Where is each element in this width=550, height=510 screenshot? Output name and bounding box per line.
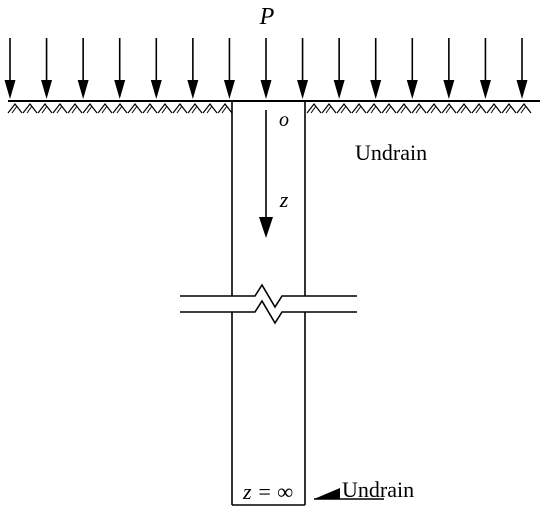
bottom-boundary-label: Undrain	[342, 477, 414, 502]
hatch-mark	[411, 103, 427, 114]
hatch-mark	[52, 103, 68, 114]
load-arrow	[297, 38, 309, 99]
load-label: P	[259, 4, 275, 30]
load-arrow	[41, 38, 53, 99]
hatch-mark	[116, 105, 123, 114]
hatch-mark	[441, 103, 457, 114]
ground-hatching-right	[306, 103, 532, 114]
origin-label: o	[279, 109, 289, 131]
hatch-mark	[336, 103, 352, 114]
hatch-mark	[516, 103, 532, 114]
hatch-mark	[396, 103, 412, 114]
hatch-mark	[202, 103, 218, 114]
hatch-mark	[381, 103, 397, 114]
bottom-depth-label: z = ∞	[242, 479, 293, 504]
top-boundary-label: Undrain	[355, 140, 427, 165]
hatch-mark	[172, 103, 188, 114]
hatch-mark	[340, 105, 347, 114]
hatch-mark	[56, 105, 63, 114]
load-arrow	[4, 38, 16, 99]
hatch-mark	[325, 105, 332, 114]
hatch-mark	[22, 103, 38, 114]
hatch-mark	[11, 105, 18, 114]
hatch-mark	[430, 105, 437, 114]
load-arrow	[187, 38, 199, 99]
load-arrow	[406, 38, 418, 99]
hatch-mark	[306, 103, 322, 114]
hatch-mark	[501, 103, 517, 114]
bottom-boundary-marker	[314, 488, 340, 499]
hatch-mark	[321, 103, 337, 114]
hatch-mark	[355, 105, 362, 114]
hatch-mark	[471, 103, 487, 114]
hatch-mark	[37, 103, 53, 114]
hatch-mark	[445, 105, 452, 114]
hatch-mark	[146, 105, 153, 114]
hatch-mark	[460, 105, 467, 114]
hatch-mark	[206, 105, 213, 114]
hatch-mark	[142, 103, 158, 114]
hatch-mark	[176, 105, 183, 114]
column-break-symbol	[180, 283, 357, 325]
hatch-mark	[217, 103, 233, 114]
hatch-mark	[385, 105, 392, 114]
hatch-mark	[415, 105, 422, 114]
ground-hatching-left	[7, 103, 233, 114]
hatch-mark	[7, 103, 23, 114]
hatch-mark	[426, 103, 442, 114]
hatch-mark	[191, 105, 198, 114]
distributed-load-arrows	[4, 38, 528, 99]
hatch-mark	[475, 105, 482, 114]
hatch-mark	[82, 103, 98, 114]
load-arrow	[516, 38, 528, 99]
depth-axis-arrow	[259, 110, 273, 238]
load-arrow	[150, 38, 162, 99]
load-arrow	[370, 38, 382, 99]
hatch-mark	[112, 103, 128, 114]
hatch-mark	[131, 105, 138, 114]
load-arrow	[443, 38, 455, 99]
hatch-mark	[157, 103, 173, 114]
hatch-mark	[520, 105, 527, 114]
hatch-mark	[161, 105, 168, 114]
load-arrow	[333, 38, 345, 99]
hatch-mark	[400, 105, 407, 114]
depth-axis-label: z	[279, 187, 289, 212]
hatch-mark	[490, 105, 497, 114]
hatch-mark	[370, 105, 377, 114]
hatch-mark	[101, 105, 108, 114]
hatch-mark	[486, 103, 502, 114]
hatch-mark	[26, 105, 33, 114]
hatch-mark	[221, 105, 228, 114]
hatch-mark	[97, 103, 113, 114]
load-arrow	[479, 38, 491, 99]
load-arrow	[223, 38, 235, 99]
hatch-mark	[41, 105, 48, 114]
hatch-mark	[310, 105, 317, 114]
hatch-mark	[505, 105, 512, 114]
load-arrow	[114, 38, 126, 99]
hatch-mark	[456, 103, 472, 114]
hatch-mark	[366, 103, 382, 114]
hatch-mark	[127, 103, 143, 114]
load-arrow	[260, 38, 272, 99]
hatch-mark	[71, 105, 78, 114]
hatch-mark	[86, 105, 93, 114]
load-arrow	[77, 38, 89, 99]
hatch-mark	[351, 103, 367, 114]
hatch-mark	[187, 103, 203, 114]
hatch-mark	[67, 103, 83, 114]
